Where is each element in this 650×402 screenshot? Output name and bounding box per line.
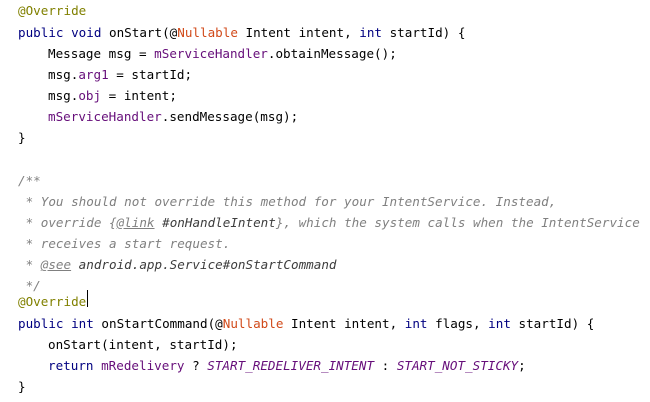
code-token-field: obj xyxy=(78,88,102,103)
code-token-nullable: Nullable xyxy=(177,25,238,40)
code-line[interactable]: * You should not override this method fo… xyxy=(18,192,557,212)
code-line[interactable]: } xyxy=(18,128,26,148)
code-token-plain: onStartCommand(@ xyxy=(93,316,223,331)
code-token-keyword: int xyxy=(404,316,428,331)
code-token-comment: { xyxy=(109,215,117,230)
code-token-plain: msg. xyxy=(48,67,79,82)
code-token-plain: flags, xyxy=(427,316,489,331)
code-line[interactable]: return mRedelivery ? START_REDELIVER_INT… xyxy=(18,356,526,376)
code-token-plain: } xyxy=(18,379,26,394)
code-token-plain: .obtainMessage(); xyxy=(267,46,397,61)
code-line[interactable]: * receives a start request. xyxy=(18,234,231,254)
code-token-plain: startId) { xyxy=(510,316,595,331)
code-token-plain: Intent intent, xyxy=(237,25,360,40)
code-token-plain: onStart(@ xyxy=(101,25,178,40)
text-caret xyxy=(87,290,88,307)
code-line[interactable]: Message msg = mServiceHandler.obtainMess… xyxy=(18,44,397,64)
code-token-comment: , which the system calls when the Intent… xyxy=(283,215,640,230)
code-token-plain: } xyxy=(18,130,26,145)
code-line[interactable]: */ xyxy=(18,276,41,296)
code-token-doc-tag: @link xyxy=(116,215,155,230)
code-token-comment: */ xyxy=(18,278,41,293)
code-token-doc-ref: android.app.Service xyxy=(71,257,223,272)
code-token-const: START_REDELIVER_INTENT xyxy=(207,358,375,373)
code-token-field: mServiceHandler xyxy=(154,46,268,61)
code-token-plain: = startId; xyxy=(108,67,193,82)
code-line[interactable]: mServiceHandler.sendMessage(msg); xyxy=(18,107,298,127)
code-line[interactable]: public void onStart(@Nullable Intent int… xyxy=(18,23,465,43)
code-token-plain: msg. xyxy=(48,88,79,103)
code-line[interactable]: @Override xyxy=(18,1,86,21)
code-token-annotation: @Override xyxy=(18,294,87,309)
code-token-plain xyxy=(64,316,72,331)
code-token-comment: * xyxy=(18,257,41,272)
code-token-annotation: @Override xyxy=(18,3,87,18)
code-token-keyword: return xyxy=(48,358,94,373)
code-token-field: arg1 xyxy=(78,67,109,82)
code-token-keyword: int xyxy=(71,316,94,331)
code-token-doc-ref: #onHandleIntent xyxy=(162,215,276,230)
code-token-keyword: public xyxy=(18,316,64,331)
code-token-comment: * receives a start request. xyxy=(18,236,231,251)
code-line[interactable]: /** xyxy=(18,171,41,191)
code-token-comment: * You should not override this method fo… xyxy=(18,194,557,209)
code-token-keyword: public xyxy=(18,25,64,40)
code-line[interactable]: } xyxy=(18,377,26,397)
code-token-doc-ref: #onStartCommand xyxy=(222,257,337,272)
code-line[interactable]: onStart(intent, startId); xyxy=(18,335,238,355)
code-token-comment: * override xyxy=(18,215,109,230)
code-token-keyword: int xyxy=(359,25,383,40)
code-token-plain: Message msg = xyxy=(48,46,155,61)
code-token-plain: onStart(intent, startId); xyxy=(48,337,238,352)
code-token-field: mRedelivery xyxy=(101,358,185,373)
code-token-plain: startId) { xyxy=(382,25,466,40)
code-token-doc-tag: @see xyxy=(40,257,72,272)
code-line[interactable]: msg.obj = intent; xyxy=(18,86,177,106)
code-token-plain: = intent; xyxy=(101,88,177,103)
code-token-keyword: void xyxy=(71,25,102,40)
code-token-comment: /** xyxy=(18,173,41,188)
code-token-comment: } xyxy=(275,215,284,230)
code-token-keyword: int xyxy=(488,316,511,331)
code-line[interactable]: public int onStartCommand(@Nullable Inte… xyxy=(18,314,594,334)
code-token-field: mServiceHandler xyxy=(48,109,162,124)
code-token-nullable: Nullable xyxy=(222,316,284,331)
code-token-plain: ; xyxy=(518,358,526,373)
code-line[interactable]: * override {@link #onHandleIntent}, whic… xyxy=(18,213,640,233)
code-token-comment xyxy=(155,215,163,230)
code-line[interactable]: * @see android.app.Service#onStartComman… xyxy=(18,255,337,275)
code-token-plain xyxy=(64,25,72,40)
code-token-plain: : xyxy=(374,358,397,373)
code-token-plain: Intent intent, xyxy=(283,316,405,331)
code-token-plain xyxy=(94,358,102,373)
code-line[interactable]: msg.arg1 = startId; xyxy=(18,65,192,85)
code-token-const: START_NOT_STICKY xyxy=(396,358,519,373)
code-token-plain: ? xyxy=(184,358,208,373)
code-token-plain: .sendMessage(msg); xyxy=(161,109,299,124)
code-line[interactable]: @Override xyxy=(18,292,86,312)
